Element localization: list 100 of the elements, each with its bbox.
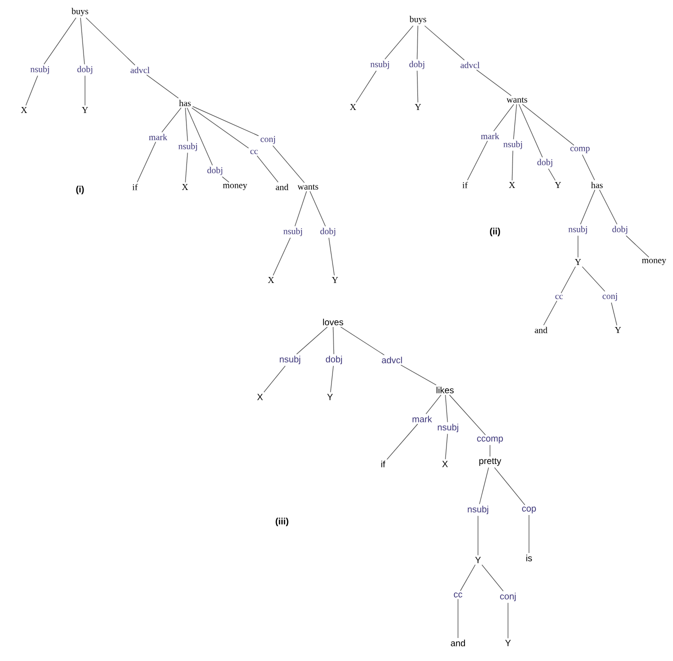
dependency-label: nsubj bbox=[438, 424, 458, 432]
tree-line bbox=[582, 266, 606, 292]
dependency-label: dobj bbox=[409, 60, 424, 70]
tree-line bbox=[493, 104, 514, 132]
word-label: X bbox=[268, 277, 274, 283]
tree-line bbox=[512, 150, 514, 181]
word-label: and bbox=[450, 640, 465, 646]
dependency-label: dobj bbox=[320, 228, 336, 236]
tree-line bbox=[186, 108, 213, 166]
word-label: and bbox=[276, 184, 288, 190]
tree-line bbox=[611, 302, 618, 326]
tree-line bbox=[518, 104, 543, 158]
tree-line bbox=[626, 235, 650, 258]
word-label: X bbox=[257, 394, 263, 400]
tree-line bbox=[580, 190, 596, 225]
dependency-label: comp bbox=[570, 146, 590, 154]
tree-line bbox=[136, 142, 156, 182]
dependency-label: nsubj bbox=[283, 228, 302, 236]
dependency-label: advcl bbox=[130, 66, 150, 74]
dependency-label: dobj bbox=[326, 356, 342, 364]
tree-line bbox=[332, 326, 334, 354]
tree-line bbox=[599, 190, 618, 225]
tree-line bbox=[522, 104, 574, 146]
tree-line bbox=[222, 176, 230, 182]
word-label: loves bbox=[323, 318, 344, 326]
tree-line bbox=[340, 326, 385, 356]
word-label: Y bbox=[327, 394, 333, 400]
dependency-label: dobj bbox=[207, 166, 222, 176]
word-label: money bbox=[222, 184, 248, 190]
tree-line bbox=[426, 394, 442, 414]
tree-line bbox=[482, 564, 504, 592]
tree-line bbox=[400, 364, 436, 386]
word-label: buys bbox=[72, 8, 88, 16]
dependency-label: conj bbox=[260, 136, 275, 144]
dependency-label: nsubj bbox=[280, 356, 300, 364]
dependency-label: mark bbox=[148, 134, 168, 140]
word-label: wants bbox=[506, 97, 528, 103]
tree-line bbox=[356, 70, 377, 103]
panel-label: (i) bbox=[76, 186, 84, 194]
tree-line bbox=[424, 26, 465, 60]
tree-line bbox=[185, 108, 188, 142]
word-label: Y bbox=[475, 556, 481, 564]
word-label: if bbox=[132, 184, 138, 190]
word-label: has bbox=[591, 182, 603, 188]
tree-line bbox=[272, 237, 291, 276]
dependency-label: nsubj bbox=[568, 226, 587, 234]
dependency-label: cc bbox=[454, 592, 462, 598]
tree-line bbox=[146, 74, 179, 98]
tree-line bbox=[479, 467, 489, 504]
word-label: buys bbox=[410, 16, 426, 24]
word-label: X bbox=[442, 460, 448, 468]
word-label: Y bbox=[332, 277, 338, 283]
dependency-label: advcl bbox=[382, 356, 402, 364]
tree-line bbox=[416, 26, 418, 60]
word-label: money bbox=[642, 258, 666, 266]
dependency-label: conj bbox=[602, 293, 617, 301]
tree-line bbox=[44, 18, 76, 65]
tree-line bbox=[296, 326, 328, 354]
tree-line bbox=[494, 467, 526, 506]
dependency-label: mark bbox=[412, 416, 432, 422]
dependency-label: nsubj bbox=[30, 66, 49, 74]
word-label: likes bbox=[436, 386, 454, 394]
tree-line bbox=[272, 145, 305, 184]
dependency-label: dobj bbox=[537, 158, 552, 168]
panel-label: (iii) bbox=[276, 518, 288, 526]
dependency-label: nsubj bbox=[178, 142, 197, 152]
tree-line bbox=[513, 104, 517, 140]
word-label: and bbox=[534, 326, 548, 334]
panel-label: (ii) bbox=[490, 228, 500, 236]
dependency-label: dobj bbox=[77, 66, 92, 74]
dependency-label: mark bbox=[480, 132, 500, 140]
dependency-label: nsubj bbox=[370, 60, 389, 70]
tree-line bbox=[543, 300, 558, 326]
dependency-label: cc bbox=[250, 150, 258, 154]
dependency-label: ccomp bbox=[477, 436, 503, 444]
word-label: Y bbox=[505, 640, 511, 646]
tree-line bbox=[445, 434, 448, 460]
word-label: X bbox=[350, 104, 356, 110]
tree-line bbox=[467, 140, 488, 180]
word-label: Y bbox=[82, 107, 88, 113]
tree-line bbox=[310, 190, 326, 227]
dependency-label: conj bbox=[500, 592, 516, 602]
word-label: X bbox=[508, 182, 516, 188]
tree-line bbox=[294, 190, 307, 227]
dependency-label: nsubj bbox=[503, 140, 522, 150]
tree-line bbox=[476, 70, 512, 96]
word-label: pretty bbox=[479, 458, 502, 466]
word-label: Y bbox=[554, 182, 562, 188]
tree-line bbox=[560, 266, 576, 294]
tree-line bbox=[192, 108, 249, 148]
tree-line bbox=[256, 156, 278, 182]
tree-line bbox=[528, 514, 530, 554]
word-label: wants bbox=[298, 184, 318, 190]
word-label: if bbox=[462, 182, 468, 188]
tree-line bbox=[449, 394, 486, 436]
tree-line bbox=[26, 75, 38, 106]
tree-line bbox=[386, 424, 418, 460]
tree-line bbox=[445, 394, 448, 422]
word-label: is bbox=[526, 554, 532, 562]
tree-line bbox=[185, 152, 188, 183]
